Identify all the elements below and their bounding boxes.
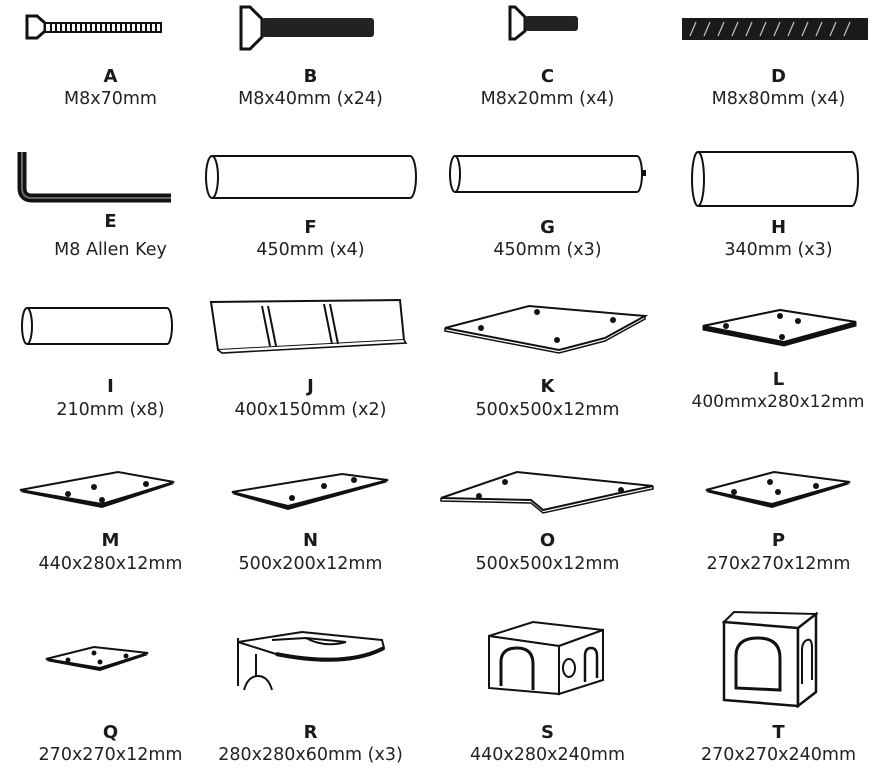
part-letter: E: [104, 211, 117, 232]
part-letter: I: [107, 376, 114, 397]
part-letter: T: [772, 722, 785, 743]
part-spec: 500x500x12mm: [475, 400, 620, 420]
platform-icon: [700, 306, 860, 347]
part-letter: P: [771, 530, 786, 551]
part-spec: 210mm (x8): [56, 400, 165, 420]
part-spec: M8x40mm (x24): [238, 89, 383, 109]
part-letter: M: [101, 530, 120, 551]
part-letter: N: [302, 530, 319, 551]
bolt-long-icon: [25, 12, 165, 40]
part-spec: 450mm (x3): [493, 240, 602, 260]
cube-house-icon: [718, 610, 819, 709]
part-spec: 340mm (x3): [724, 240, 833, 260]
part-spec: M8x20mm (x4): [480, 89, 615, 109]
threaded-rod-icon: [680, 16, 870, 42]
box-house-icon: [487, 620, 607, 696]
tube-short-icon: [20, 306, 175, 346]
part-spec: 270x270x12mm: [38, 745, 183, 765]
part-spec: M8x70mm: [64, 89, 157, 109]
bolt-medium-icon: [238, 5, 378, 51]
small-platform-icon: [44, 645, 152, 673]
tube-icon: [204, 154, 418, 200]
tube-icon: [690, 150, 860, 208]
board-icon: [208, 298, 408, 354]
corner-platform-icon: [439, 470, 657, 514]
part-spec: M8x80mm (x4): [711, 89, 846, 109]
part-letter: D: [771, 66, 786, 87]
part-letter: L: [772, 369, 785, 390]
part-letter: O: [539, 530, 556, 551]
tube-with-pin-icon: [447, 154, 647, 194]
part-spec: 440x280x240mm: [469, 745, 625, 765]
corner-platform-icon: [441, 300, 651, 354]
part-letter: H: [770, 217, 787, 238]
part-letter: Q: [102, 722, 119, 743]
hammock-bowl-icon: [236, 628, 386, 692]
allen-key-icon: [16, 150, 176, 205]
part-letter: G: [540, 217, 555, 238]
part-letter: R: [303, 722, 318, 743]
platform-icon: [230, 472, 392, 512]
part-letter: S: [541, 722, 554, 743]
bolt-short-icon: [507, 5, 582, 41]
part-spec: 270x270x12mm: [706, 554, 851, 574]
part-spec: 500x500x12mm: [475, 554, 620, 574]
platform-icon: [704, 470, 854, 512]
part-letter: C: [540, 66, 555, 87]
part-spec: 400mmx280x12mm: [691, 392, 865, 412]
part-spec: 400x150mm (x2): [234, 400, 387, 420]
platform-icon: [18, 470, 178, 512]
part-letter: B: [303, 66, 318, 87]
part-letter: F: [304, 217, 317, 238]
part-spec: 280x280x60mm (x3): [218, 745, 403, 765]
part-spec: 440x280x12mm: [38, 554, 183, 574]
part-letter: J: [307, 376, 314, 397]
part-letter: K: [540, 376, 555, 397]
part-spec: 500x200x12mm: [238, 554, 383, 574]
part-spec: 450mm (x4): [256, 240, 365, 260]
part-letter: A: [103, 66, 118, 87]
part-spec: 270x270x240mm: [700, 745, 856, 765]
part-spec: M8 Allen Key: [54, 240, 167, 260]
